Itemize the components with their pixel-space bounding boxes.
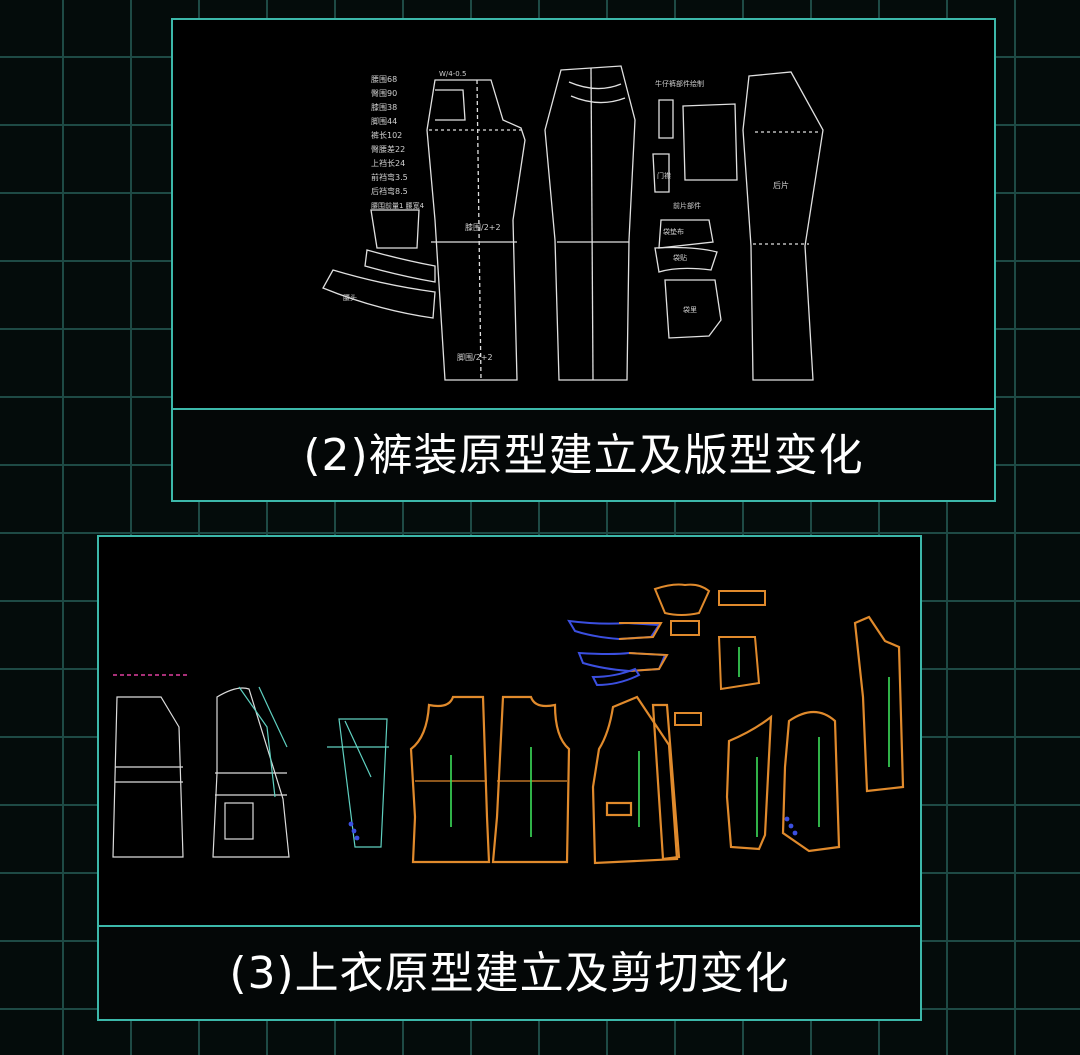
part-label: 前片部件 — [673, 201, 701, 210]
waist-band-label: 腰围前量1 腰宽4 — [371, 201, 425, 210]
trousers-pattern-panel: 腰围68 臀围90 膝围38 脚围44 裤长102 臀腰差22 上裆长24 前裆… — [171, 18, 996, 502]
top-pattern-drawing — [112, 583, 905, 865]
collar-pieces — [567, 619, 669, 687]
spec-label: 上裆长24 — [371, 158, 405, 168]
pocket-a-label: 袋垫布 — [663, 227, 684, 236]
spec-label: 前裆弯3.5 — [371, 172, 408, 182]
parts-title-label: 牛仔裤部件绘制 — [655, 79, 704, 88]
spec-label-list: 腰围68 臀围90 膝围38 脚围44 裤长102 臀腰差22 上裆长24 前裆… — [371, 75, 425, 210]
spec-label: 腰围68 — [371, 75, 397, 84]
right-back-piece — [742, 71, 824, 381]
back-label: 后片 — [773, 180, 789, 190]
front-hip-label: 膝围/2+2 — [465, 222, 501, 232]
top-pattern-panel: (3)上衣原型建立及剪切变化 — [97, 535, 922, 1021]
basic-block-draft — [112, 687, 290, 858]
back-trouser-piece — [544, 65, 636, 381]
parts-pieces — [652, 99, 738, 339]
spec-label: 膝围38 — [371, 102, 397, 112]
pocket-b-label: 袋贴 — [673, 253, 687, 262]
trousers-pattern-image: 腰围68 臀围90 膝围38 脚围44 裤长102 臀腰差22 上裆长24 前裆… — [173, 20, 994, 408]
trousers-pattern-drawing: 腰围68 臀围90 膝围38 脚围44 裤长102 臀腰差22 上裆长24 前裆… — [313, 44, 853, 404]
spec-label: 裤长102 — [371, 130, 402, 140]
cyan-draft — [238, 686, 389, 848]
button-markers — [348, 816, 798, 841]
spec-label: 臀围90 — [371, 89, 397, 98]
waist-piece-label: 腰头 — [343, 293, 357, 302]
spec-label: 臀腰差22 — [371, 144, 405, 154]
top-caption: (3)上衣原型建立及剪切变化 — [229, 948, 790, 999]
panel-divider — [99, 925, 920, 927]
top-note-label: W/4-0.5 — [439, 70, 466, 78]
spec-label: 脚围44 — [371, 116, 397, 126]
small-pieces — [653, 583, 766, 726]
spec-label: 后裆弯8.5 — [371, 186, 408, 196]
front-trouser-piece — [426, 79, 526, 381]
grain-lines — [450, 647, 890, 837]
sleeve-pieces — [725, 615, 905, 853]
front-hem-label: 脚围/2+2 — [457, 352, 493, 362]
left-small-pieces — [322, 209, 436, 319]
trousers-caption: (2)裤装原型建立及版型变化 — [303, 430, 864, 481]
body-pieces — [409, 695, 681, 865]
pocket-c-label: 袋里 — [683, 305, 697, 314]
top-pattern-image — [99, 537, 920, 925]
panel-divider — [173, 408, 994, 410]
side-label: 门襟 — [657, 171, 671, 180]
